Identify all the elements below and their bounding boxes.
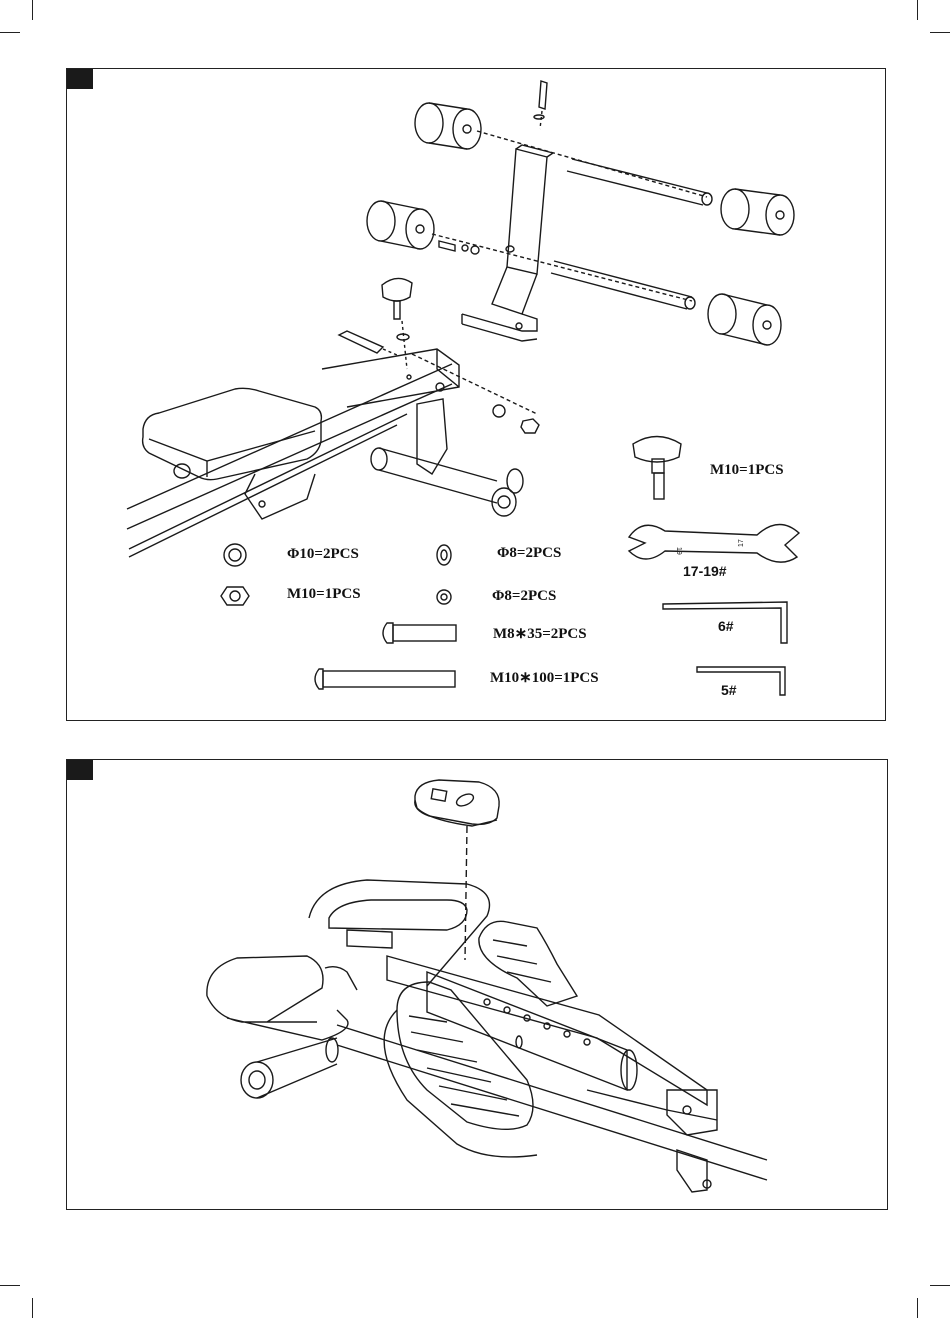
- bolt-m10-icon: [315, 669, 455, 689]
- main-beam: [337, 956, 767, 1192]
- foam-roller-mid-right: [708, 294, 781, 345]
- knob-part-icon: [633, 437, 681, 500]
- nut-and-washer: [493, 405, 539, 433]
- knob-label: M10=1PCS: [710, 462, 784, 479]
- wrench-mark-left: 19: [675, 547, 682, 555]
- footplate-front: [384, 982, 537, 1157]
- allen-5-label: 5#: [721, 682, 737, 698]
- bolt-m10-label: M10∗100=1PCS: [490, 668, 599, 687]
- roller-axle-mid: [432, 234, 695, 309]
- bolt-m8-label: M8∗35=2PCS: [493, 624, 587, 643]
- crop-mark-bottom-left-h: [0, 1285, 20, 1286]
- resistance-knob: [241, 1038, 338, 1098]
- spring-washer-icon: [437, 545, 451, 565]
- washer8-label: Φ8=2PCS: [492, 588, 556, 605]
- washer10-label: Φ10=2PCS: [287, 546, 359, 563]
- washer-10-icon: [224, 544, 246, 566]
- wrench-size-label: 17-19#: [683, 563, 727, 579]
- spring-washer-label: Φ8=2PCS: [497, 545, 561, 562]
- crop-mark-top-left: [32, 0, 33, 20]
- seat-and-rail: [127, 364, 452, 557]
- bolt-m8-icon: [383, 623, 456, 643]
- crop-mark-bottom-right: [917, 1298, 918, 1318]
- roller-upright-post: [462, 145, 553, 341]
- washer-8-icon: [437, 590, 451, 604]
- crop-mark-top-right: [917, 0, 918, 20]
- foam-roller-top-right: [721, 189, 794, 235]
- step-1-panel: 19 17 Φ10=2PCS Φ8=2PCS M10=1PCS Φ8=2PCS …: [66, 68, 886, 721]
- step-2-assembly-diagram: [67, 760, 889, 1211]
- crop-mark-bottom-right-h: [930, 1285, 950, 1286]
- hydraulic-cylinder: [427, 972, 637, 1090]
- crop-mark-top-left-h: [0, 32, 20, 33]
- wrench-icon: 19 17: [629, 524, 799, 562]
- crop-mark-top-right-h: [930, 32, 950, 33]
- top-pin: [534, 81, 547, 129]
- small-bolt-set: [439, 241, 479, 254]
- foam-roller-top-left: [415, 103, 481, 149]
- monitor-icon: [415, 780, 499, 960]
- nut-m10-label: M10=1PCS: [287, 586, 361, 603]
- front-stabilizer: [371, 448, 523, 516]
- footplate-rear: [479, 921, 577, 1006]
- step-2-panel: [66, 759, 888, 1210]
- step-1-exploded-diagram: 19 17: [67, 69, 887, 722]
- handlebar-lower: [207, 956, 357, 1040]
- handlebar-upper: [309, 880, 490, 986]
- crop-mark-bottom-left: [32, 1298, 33, 1318]
- allen-6-label: 6#: [718, 618, 734, 634]
- wrench-mark-right: 17: [738, 539, 745, 547]
- foam-roller-mid-left: [367, 201, 434, 249]
- allen-key-5-icon: [697, 667, 785, 695]
- nut-m10-icon: [221, 587, 249, 605]
